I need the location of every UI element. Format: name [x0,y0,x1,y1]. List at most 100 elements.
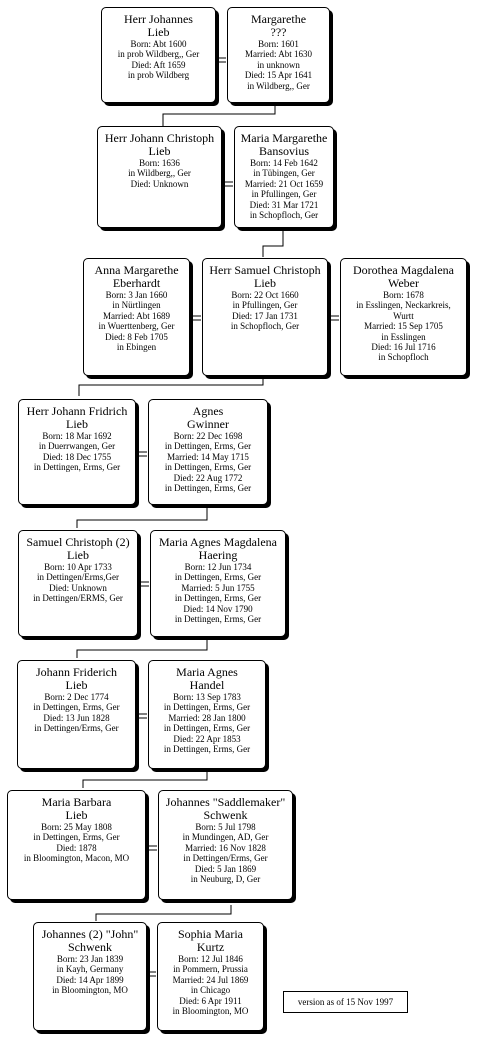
person-surname: Schwenk [68,940,112,954]
person-name: Herr Johannes [124,12,193,26]
person-detail: Born: 2 Dec 1774 [44,692,109,702]
person-name: Samuel Christoph (2) [26,535,130,549]
person-card-johann-friderich-lieb[interactable]: Johann Friderich Lieb Born: 2 Dec 1774 i… [17,660,136,769]
person-name: Maria Barbara [41,795,112,809]
person-card-samuel-christoph-lieb[interactable]: Herr Samuel Christoph Lieb Born: 22 Oct … [202,258,328,376]
person-detail: in Nürtlingen [112,300,161,311]
version-note: version as of 15 Nov 1997 [283,991,408,1013]
person-detail: Born: 1636 [139,158,180,168]
person-card-johann-christoph-lieb[interactable]: Herr Johann Christoph Lieb Born: 1636 in… [97,126,222,228]
person-detail: in Ebingen [116,342,157,353]
person-detail: Born: 18 Mar 1692 [42,431,112,441]
person-name: Margarethe [250,12,307,26]
person-card-dorothea-magdalena-weber[interactable]: Dorothea Magdalena Weber Born: 1678 in E… [340,258,467,376]
person-detail: in Dettingen/Erms, Ger [34,723,119,734]
person-name: Johannes "Saddlemaker" [165,795,286,809]
person-detail: Born: 25 May 1808 [41,822,112,832]
person-detail: in Bloomington, MO [52,985,128,996]
person-card-maria-barbara-lieb[interactable]: Maria Barbara Lieb Born: 25 May 1808 in … [7,790,146,900]
person-detail: Died: 22 Aug 1772 [173,472,243,483]
person-detail: Married: 28 Jan 1800 [168,712,246,723]
person-detail: Died: Aft 1659 [131,59,186,70]
person-surname: Lieb [67,548,89,562]
person-surname: Lieb [65,808,88,822]
person-detail: in Chicago [190,985,231,996]
person-detail: in Wildberg,, Ger [128,168,191,179]
person-detail: Born: 3 Jan 1660 [105,290,168,300]
person-detail: in Esslingen, Neckarkreis, [356,300,451,311]
person-name: Herr Johann Christoph [104,131,215,145]
person-detail: in Pfullingen, Ger [251,189,317,200]
person-surname: Schwenk [203,808,248,822]
person-detail: in Bloomington, Macon, MO [23,853,130,864]
person-detail: in Dettingen/ERMS, Ger [33,593,123,604]
person-card-agnes-gwinner[interactable]: Agnes Gwinner Born: 22 Dec 1698 in Detti… [148,399,268,505]
person-detail: in Dettingen, Erms, Ger [174,593,262,604]
person-detail: in Mundingen, AD, Ger [182,832,269,843]
person-detail: Married: 24 Jul 1869 [172,974,249,985]
person-detail: in Tübingen, Ger [253,168,315,179]
person-detail: Wurtt [393,310,414,321]
person-card-anna-margarethe-eberhardt[interactable]: Anna Margarethe Eberhardt Born: 3 Jan 16… [83,258,190,376]
person-card-johannes-saddlemaker-schwenk[interactable]: Johannes "Saddlemaker" Schwenk Born: 5 J… [158,790,293,900]
person-card-johannes-lieb[interactable]: Herr Johannes Lieb Born: Abt 1600 in pro… [101,7,216,103]
person-detail: Born: 10 Apr 1733 [44,562,112,572]
person-detail: Born: 22 Oct 1660 [231,290,299,300]
person-detail: in Dettingen, Erms, Ger [164,462,252,473]
person-detail: in Wuerttenberg, Ger [98,321,175,332]
person-detail: in Dettingen, Erms, Ger [164,441,252,452]
person-detail: in Pommern, Prussia [173,964,248,975]
person-detail: in Dettingen, Erms, Ger [163,723,251,734]
person-surname: Lieb [66,417,88,431]
person-detail: in Dettingen/Erms, Ger [183,853,268,864]
person-card-johannes-2-john-schwenk[interactable]: Johannes (2) "John" Schwenk Born: 23 Jan… [33,922,147,1031]
person-name: Johannes (2) "John" [41,927,139,941]
person-card-samuel-christoph-2-lieb[interactable]: Samuel Christoph (2) Lieb Born: 10 Apr 1… [18,530,138,637]
person-detail: Died: 14 Apr 1899 [56,974,124,985]
person-detail: in Schopfloch [378,352,429,363]
person-detail: Died: 8 Feb 1705 [105,331,168,342]
person-detail: Married: 5 Jun 1755 [181,582,255,593]
person-detail: in Dettingen/Erms,Ger [37,572,119,583]
person-surname: Kurtz [196,940,225,954]
person-detail: in Schopfloch, Ger [230,321,300,332]
person-detail: Died: 18 Dec 1755 [42,451,112,462]
person-card-maria-agnes-handel[interactable]: Maria Agnes Handel Born: 13 Sep 1783 in … [148,660,266,769]
person-detail: Married: 21 Oct 1659 [244,178,324,189]
person-detail: in unknown [257,59,300,70]
person-card-maria-margarethe-bansovius[interactable]: Maria Margarethe Bansovius Born: 14 Feb … [234,126,334,228]
person-detail: Born: 14 Feb 1642 [250,158,318,168]
person-surname: Weber [387,276,419,290]
person-detail: in Dettingen, Erms, Ger [163,702,251,713]
person-detail: Married: 15 Sep 1705 [364,321,443,332]
person-detail: in prob Wildberg [127,70,190,81]
person-detail: in Bloomington, MO [172,1006,249,1017]
person-detail: Died: 15 Apr 1641 [244,70,313,81]
person-surname: Eberhardt [112,276,161,290]
person-card-sophia-maria-kurtz[interactable]: Sophia Maria Kurtz Born: 12 Jul 1846 in … [157,922,264,1031]
person-surname: Lieb [254,276,276,290]
person-detail: in Dettingen, Erms, Ger [163,744,251,755]
person-card-johann-fridrich-lieb[interactable]: Herr Johann Fridrich Lieb Born: 18 Mar 1… [18,399,136,505]
person-name: Sophia Maria [178,927,243,941]
person-detail: Died: 5 Jan 1869 [194,863,257,874]
person-detail: Born: 22 Dec 1698 [173,431,243,441]
person-detail: Born: 23 Jan 1839 [56,954,124,964]
person-detail: Born: 12 Jun 1734 [184,562,252,572]
person-surname: Lieb [148,144,171,158]
person-card-margarethe[interactable]: Margarethe ??? Born: 1601 Married: Abt 1… [227,7,330,103]
person-detail: Born: 12 Jul 1846 [178,954,243,964]
person-surname: Lieb [65,678,88,692]
person-detail: in prob Wildberg,, Ger [117,49,200,60]
person-name: Maria Agnes Magdalena [159,535,277,549]
person-surname: Handel [189,678,225,692]
person-detail: Born: Abt 1600 [130,39,187,49]
person-card-maria-agnes-magdalena-haering[interactable]: Maria Agnes Magdalena Haering Born: 12 J… [150,530,286,637]
person-detail: Born: 1601 [258,39,299,49]
person-name: Anna Margarethe [94,263,179,277]
person-detail: Married: Abt 1689 [103,310,170,321]
person-detail: in Schopfloch, Ger [249,210,319,221]
person-name: Agnes [192,404,224,418]
person-surname: ??? [270,25,287,39]
